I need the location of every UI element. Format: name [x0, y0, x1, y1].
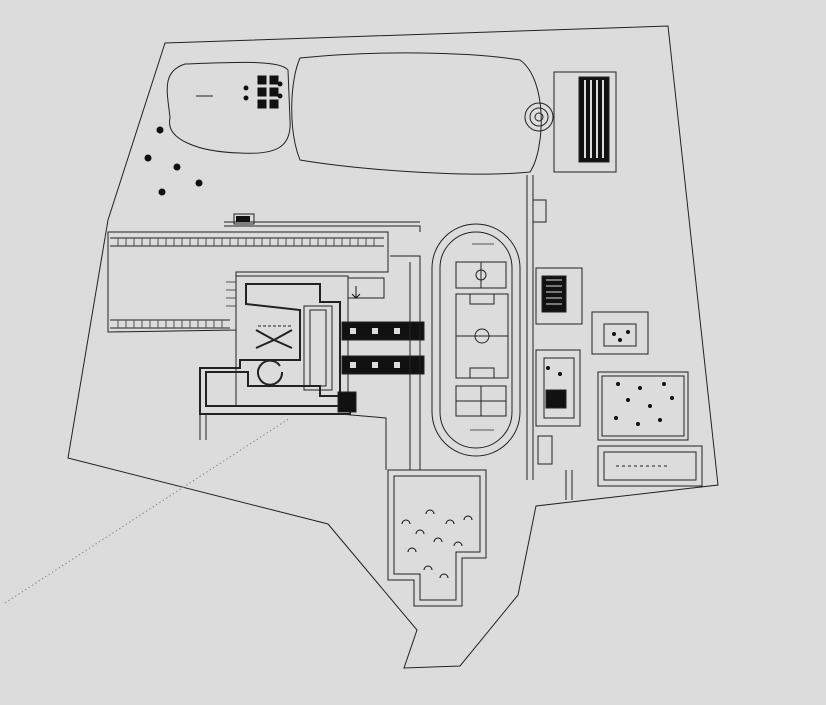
south-plaza — [387, 469, 487, 607]
tree-icon — [158, 188, 166, 196]
garden-plaza — [597, 371, 689, 441]
tree-icon — [195, 179, 203, 187]
lawn-area-east — [291, 52, 542, 175]
site-boundary — [67, 25, 719, 669]
running-track-inner — [439, 231, 513, 449]
walkway-north-south — [526, 175, 534, 480]
entry-road — [224, 221, 421, 232]
parking-stalls — [117, 238, 375, 328]
covered-corridor-north — [341, 321, 425, 341]
vehicle-icon — [236, 216, 250, 222]
covered-corridor-south — [341, 355, 425, 375]
swimming-pool — [597, 445, 703, 487]
pavilion — [591, 311, 649, 355]
dotted-sightline — [4, 417, 291, 604]
tree-icon — [173, 163, 181, 171]
gate-booth — [233, 213, 255, 225]
sports-hall — [535, 267, 583, 325]
north-arrow-icon — [351, 286, 361, 299]
guard-booth — [532, 199, 547, 223]
tree-icon — [156, 126, 164, 134]
running-track-outer — [431, 223, 521, 457]
bleacher-enclosure — [553, 71, 617, 173]
parking-area — [107, 231, 389, 333]
main-building — [199, 283, 351, 415]
rotunda — [257, 359, 284, 386]
tree-icon — [144, 154, 152, 162]
amphitheater — [524, 102, 554, 132]
trees — [144, 75, 674, 579]
kiosk — [537, 435, 553, 465]
chevron-roof-mark — [255, 329, 293, 349]
canteen — [535, 349, 581, 427]
lawn-area-west — [166, 61, 291, 154]
bleacher-stand — [578, 76, 610, 163]
east-annex — [347, 277, 385, 299]
